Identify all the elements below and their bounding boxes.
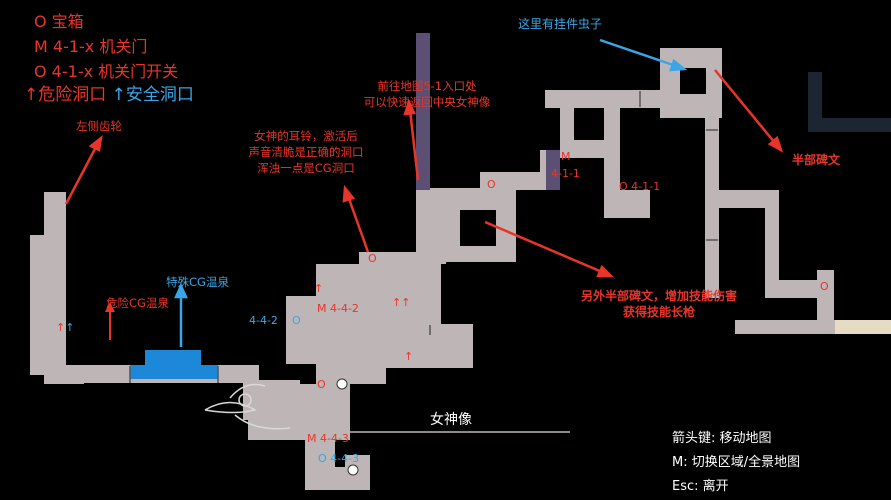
legend-safe-cave: ↑安全洞口 bbox=[111, 85, 194, 105]
marker-chest-c[interactable]: O bbox=[317, 378, 326, 391]
control-move-map: 箭头键: 移动地图 bbox=[672, 431, 772, 446]
legend-danger-cave: ↑危险洞口 bbox=[24, 85, 107, 105]
goddess-statue-label: 女神像 bbox=[430, 412, 472, 428]
marker-m-411[interactable]: M bbox=[561, 150, 571, 163]
marker-o-443[interactable]: O 4-4-3 bbox=[318, 452, 360, 465]
hot-spring-water bbox=[130, 365, 218, 379]
map-exit bbox=[835, 320, 891, 334]
left-blue-arrow: ↑ bbox=[65, 321, 75, 334]
goddess-flower-icon bbox=[204, 383, 291, 430]
marker-m-443[interactable]: M 4-4-3 bbox=[307, 432, 349, 445]
marker-m-411-code: 4-1-1 bbox=[551, 167, 580, 180]
marker-chest-b[interactable]: O bbox=[368, 252, 377, 265]
marker-442-label: 4-4-2 bbox=[249, 314, 278, 327]
note-half-stele: 半部碑文 bbox=[792, 153, 841, 167]
waypoint-icon[interactable] bbox=[336, 378, 348, 390]
marker-o-411[interactable]: O 4-1-1 bbox=[619, 180, 661, 193]
portal-corridor bbox=[416, 33, 430, 190]
blue-arrows bbox=[174, 38, 688, 347]
danger-arrow-b: ↑ bbox=[404, 350, 414, 363]
control-switch-area: M: 切换区域/全景地图 bbox=[672, 455, 801, 470]
red-arrows bbox=[64, 69, 784, 278]
note-other-half-line1: 另外半部碑文，增加技能伤害 bbox=[580, 289, 737, 303]
special-hot-spring bbox=[145, 350, 201, 365]
marker-442-switch[interactable]: O bbox=[292, 314, 301, 327]
marker-chest-d[interactable]: O bbox=[820, 280, 829, 293]
legend-mechanism-door: M 4-1-x 机关门 bbox=[34, 37, 148, 56]
note-other-half-line2: 获得技能长枪 bbox=[622, 305, 695, 319]
door-ticks bbox=[129, 91, 718, 383]
note-special-spring: 特殊CG温泉 bbox=[166, 275, 229, 289]
note-danger-spring: 危险CG温泉 bbox=[106, 296, 169, 310]
legend-door-switch: O 4-1-x 机关门开关 bbox=[34, 62, 179, 81]
note-bell-line2: 声音清脆是正确的洞口 bbox=[248, 145, 364, 159]
note-other-half: 另外半部碑文，增加技能伤害 获得技能长枪 bbox=[564, 288, 754, 320]
portal-corridor-small bbox=[546, 150, 560, 190]
control-exit: Esc: 离开 bbox=[672, 479, 729, 494]
danger-arrows-a: ↑↑ bbox=[392, 296, 411, 309]
unexplored-area bbox=[808, 72, 891, 132]
note-left-gear: 左侧齿轮 bbox=[76, 119, 122, 133]
left-red-arrow: ↑ bbox=[56, 321, 66, 334]
note-portal-line1: 前往地图5-1入口处 bbox=[377, 79, 477, 93]
note-bell-line3: 浑浊一点是CG洞口 bbox=[257, 161, 355, 175]
note-bell-line1: 女神的耳铃，激活后 bbox=[254, 129, 358, 143]
waypoint-icon-2[interactable] bbox=[347, 464, 359, 476]
marker-m-442[interactable]: M 4-4-2 bbox=[317, 302, 359, 315]
note-bug: 这里有挂件虫子 bbox=[518, 17, 603, 31]
danger-arrow-c: ↑ bbox=[314, 282, 324, 295]
note-portal: 前往地图5-1入口处 可以快速返回中央女神像 bbox=[342, 78, 512, 110]
note-portal-line2: 可以快速返回中央女神像 bbox=[363, 95, 491, 109]
marker-chest-a[interactable]: O bbox=[487, 178, 496, 191]
legend-caves: ↑危险洞口 ↑安全洞口 bbox=[24, 84, 194, 107]
left-column-arrows: ↑↑ bbox=[56, 321, 74, 334]
legend-chest: O 宝箱 bbox=[34, 12, 84, 31]
note-bell: 女神的耳铃，激活后 声音清脆是正确的洞口 浑浊一点是CG洞口 bbox=[226, 128, 386, 176]
